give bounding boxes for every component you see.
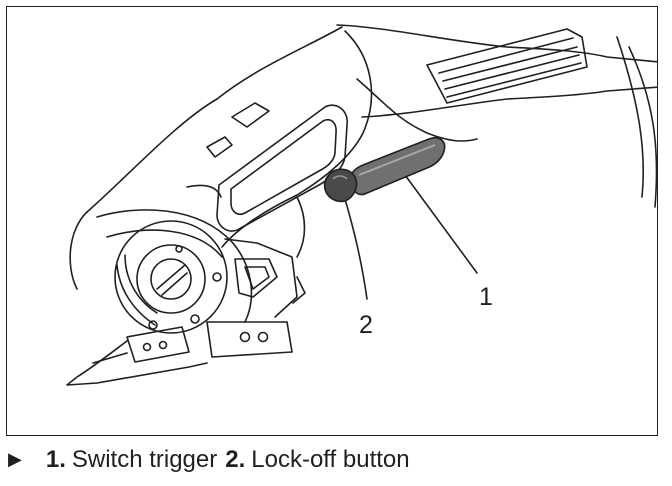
triangle-right-icon: ▶: [8, 448, 22, 469]
tool-head: [66, 209, 306, 386]
caption-item-2-label: Lock-off button: [251, 446, 410, 473]
tool-rear-grip: [336, 24, 657, 208]
callout-number-2: 2: [359, 311, 373, 339]
caption-item-1-label: Switch trigger: [71, 446, 218, 473]
leader-line-1: [404, 174, 478, 274]
leader-line-2: [344, 198, 368, 300]
shear-tool-illustration: [66, 24, 657, 386]
switch-trigger: [349, 136, 446, 196]
callout-number-1: 1: [479, 283, 493, 311]
figure-frame: 1 2: [6, 6, 658, 436]
lock-off-button: [323, 168, 358, 203]
figure-caption: ▶ 1. Switch trigger 2. Lock-off button: [8, 445, 418, 475]
caption-item-2-number: 2.: [225, 446, 246, 473]
caption-item-1-number: 1.: [45, 446, 66, 473]
